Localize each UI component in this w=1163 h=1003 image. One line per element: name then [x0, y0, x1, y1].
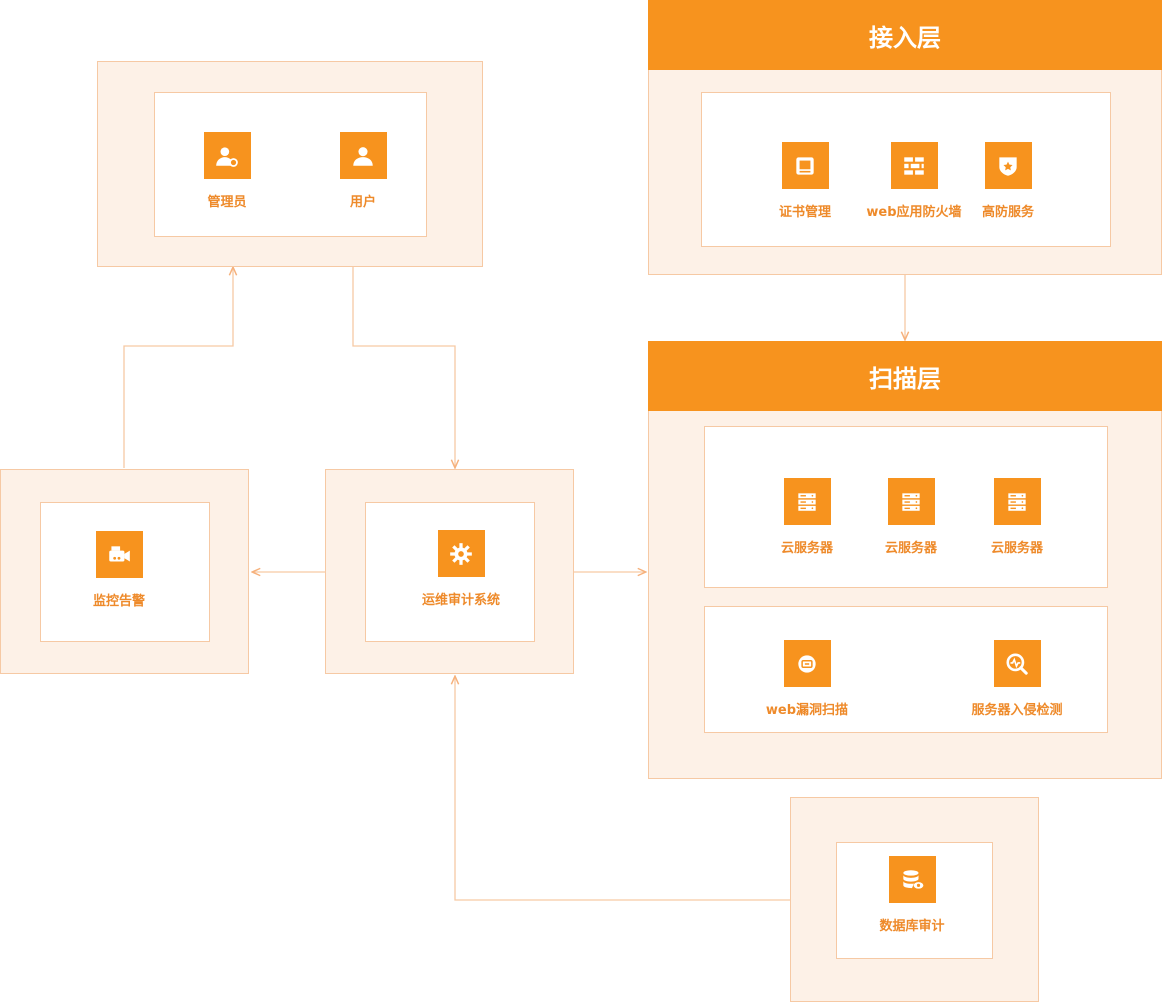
intrusion-detect-icon — [993, 640, 1041, 687]
certificate-book-icon — [781, 142, 829, 189]
connector-users-to-ops — [352, 266, 455, 467]
user-label: 用户 — [349, 195, 376, 210]
database-label: 数据库审计 — [879, 919, 945, 934]
access-item-waf-label: web应用防火墙 — [866, 205, 962, 220]
scan-server-2[interactable]: 云服务器 — [846, 478, 976, 556]
scan-server-3[interactable]: 云服务器 — [952, 478, 1082, 556]
scan-intrusion[interactable]: 服务器入侵检测 — [952, 640, 1082, 718]
scan-web-vuln[interactable]: web漏洞扫描 — [742, 640, 872, 718]
firewall-brick-icon — [890, 142, 938, 189]
monitor-node[interactable]: 监控告警 — [54, 531, 184, 609]
scan-web-vuln-label: web漏洞扫描 — [765, 703, 849, 718]
user-icon — [339, 132, 387, 179]
server-icon — [887, 478, 935, 525]
user-node[interactable]: 用户 — [298, 132, 428, 210]
admin-label: 管理员 — [207, 195, 247, 210]
access-item-waf[interactable]: web应用防火墙 — [849, 142, 979, 220]
admin-user-icon — [203, 132, 251, 179]
scan-server-2-label: 云服务器 — [884, 541, 937, 556]
access-item-cert-label: 证书管理 — [778, 205, 831, 220]
access-layer-title: 接入层 — [648, 0, 1162, 70]
scan-server-1-label: 云服务器 — [780, 541, 833, 556]
scan-intrusion-label: 服务器入侵检测 — [971, 703, 1063, 718]
scan-server-1[interactable]: 云服务器 — [742, 478, 872, 556]
ops-node[interactable]: 运维审计系统 — [396, 530, 526, 608]
connector-db-to-ops — [455, 677, 790, 901]
scan-layer-panel — [648, 341, 1162, 779]
connector-monitor-to-users — [123, 268, 233, 468]
access-item-ddos-label: 高防服务 — [981, 205, 1034, 220]
scan-server-3-label: 云服务器 — [990, 541, 1043, 556]
access-item-ddos[interactable]: 高防服务 — [943, 142, 1073, 220]
server-icon — [993, 478, 1041, 525]
database-icon — [888, 856, 936, 903]
access-item-cert[interactable]: 证书管理 — [740, 142, 870, 220]
scan-scanners-box — [704, 606, 1108, 733]
scan-layer-title: 扫描层 — [648, 341, 1162, 411]
admin-node[interactable]: 管理员 — [162, 132, 292, 210]
camera-icon — [95, 531, 143, 578]
web-scan-icon — [783, 640, 831, 687]
ops-label: 运维审计系统 — [421, 593, 500, 608]
gear-icon — [437, 530, 485, 577]
shield-star-icon — [984, 142, 1032, 189]
server-icon — [783, 478, 831, 525]
monitor-label: 监控告警 — [92, 594, 145, 609]
database-node[interactable]: 数据库审计 — [847, 856, 977, 934]
